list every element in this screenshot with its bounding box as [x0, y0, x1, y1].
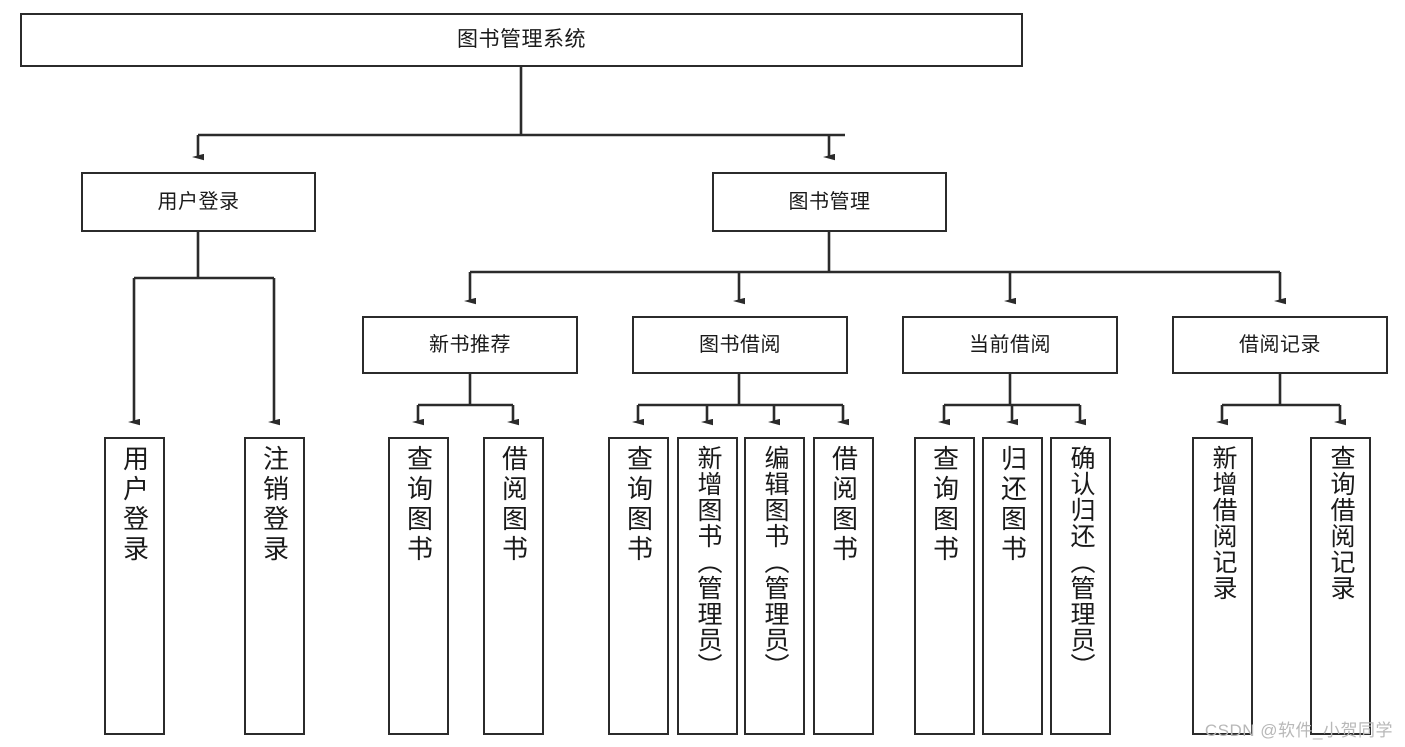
leaf-confirm-return-admin[interactable]: 确认归还（管理员） [1050, 437, 1111, 735]
node-book-borrow[interactable]: 图书借阅 [632, 316, 848, 374]
node-label: 借阅图书 [498, 445, 529, 565]
leaf-add-borrow-record[interactable]: 新增借阅记录 [1192, 437, 1253, 735]
node-label: 注销登录 [259, 445, 290, 565]
node-label: 图书管理 [788, 190, 871, 213]
node-label: 查询图书 [623, 445, 654, 565]
leaf-return-book[interactable]: 归还图书 [982, 437, 1043, 735]
node-label: 用户登录 [119, 445, 150, 565]
node-label: 当前借阅 [969, 333, 1051, 356]
node-label: 归还图书 [997, 445, 1028, 565]
node-label: 借阅记录 [1239, 333, 1321, 356]
node-label: 用户登录 [157, 190, 240, 213]
node-label: 编辑图书（管理员） [761, 445, 789, 679]
node-label: 查询图书 [929, 445, 960, 565]
leaf-user-login[interactable]: 用户登录 [104, 437, 165, 735]
node-label: 图书借阅 [699, 333, 781, 356]
leaf-query-book-borrow[interactable]: 查询图书 [608, 437, 669, 735]
csdn-watermark: CSDN @软件_小贺同学 [1204, 721, 1393, 740]
node-label: 新书推荐 [429, 333, 511, 356]
leaf-query-book-new-recommend[interactable]: 查询图书 [388, 437, 449, 735]
leaf-logout-login[interactable]: 注销登录 [244, 437, 305, 735]
node-label: 借阅图书 [828, 445, 859, 565]
node-new-book-recommend[interactable]: 新书推荐 [362, 316, 578, 374]
node-borrow-record[interactable]: 借阅记录 [1172, 316, 1388, 374]
leaf-query-borrow-record[interactable]: 查询借阅记录 [1310, 437, 1371, 735]
node-label: 查询借阅记录 [1327, 445, 1355, 601]
leaf-edit-book-admin[interactable]: 编辑图书（管理员） [744, 437, 805, 735]
node-label: 确认归还（管理员） [1067, 445, 1095, 679]
node-label: 图书管理系统 [457, 28, 586, 52]
node-label: 新增图书（管理员） [694, 445, 722, 679]
node-label: 新增借阅记录 [1209, 445, 1237, 601]
leaf-query-book-current[interactable]: 查询图书 [914, 437, 975, 735]
node-current-borrow[interactable]: 当前借阅 [902, 316, 1118, 374]
leaf-borrow-book-new-recommend[interactable]: 借阅图书 [483, 437, 544, 735]
leaf-add-book-admin[interactable]: 新增图书（管理员） [677, 437, 738, 735]
node-user-login[interactable]: 用户登录 [81, 172, 316, 232]
node-label: 查询图书 [403, 445, 434, 565]
node-root-book-management-system[interactable]: 图书管理系统 [20, 13, 1023, 67]
node-book-management[interactable]: 图书管理 [712, 172, 947, 232]
leaf-borrow-book-borrow[interactable]: 借阅图书 [813, 437, 874, 735]
